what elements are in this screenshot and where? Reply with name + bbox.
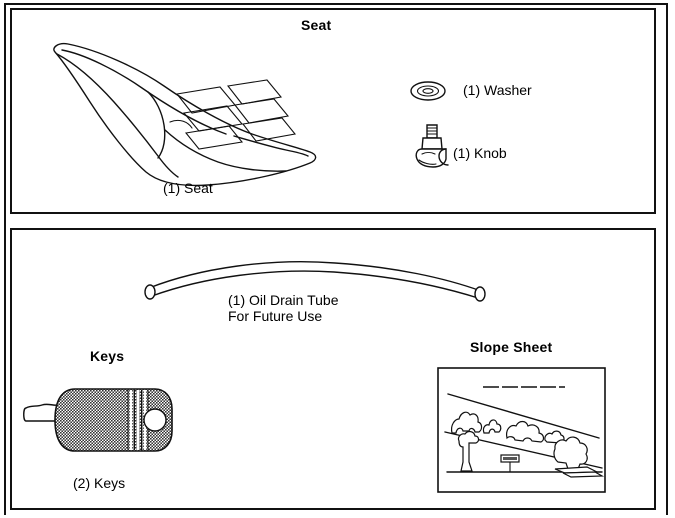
page-frame (4, 3, 667, 515)
seat-icon (38, 30, 328, 190)
panel-seat-title: Seat (301, 17, 332, 33)
oil-drain-tube-icon (140, 258, 490, 304)
slope-sheet-icon (437, 367, 606, 493)
washer-caption: (1) Washer (463, 82, 532, 98)
page-frame-right-rule (666, 3, 668, 515)
washer-icon (405, 76, 451, 106)
knob-caption: (1) Knob (453, 145, 507, 161)
key-icon (15, 375, 185, 470)
keys-title: Keys (90, 348, 125, 364)
keys-caption: (2) Keys (73, 475, 126, 491)
oil-drain-tube-caption-line2: For Future Use (228, 308, 323, 324)
knob-icon (413, 122, 453, 170)
oil-drain-tube-caption-line1: (1) Oil Drain Tube (228, 292, 339, 308)
seat-caption: (1) Seat (163, 180, 213, 196)
slope-sheet-title: Slope Sheet (470, 339, 553, 355)
